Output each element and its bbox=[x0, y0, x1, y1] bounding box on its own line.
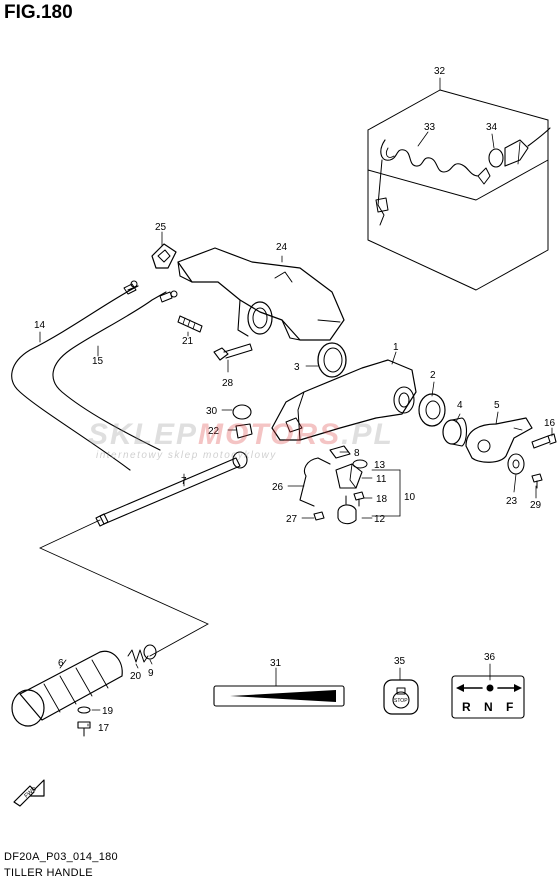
callout-11: 11 bbox=[376, 474, 387, 485]
callout-28: 28 bbox=[222, 378, 234, 389]
callout-24: 24 bbox=[276, 242, 288, 253]
washer-19 bbox=[77, 706, 91, 714]
spring-20 bbox=[127, 649, 149, 663]
ring-3 bbox=[317, 342, 347, 378]
stop-decal-text: STOP bbox=[394, 698, 408, 704]
callout-19: 19 bbox=[102, 706, 114, 717]
cap-9 bbox=[143, 644, 157, 660]
callout-21: 21 bbox=[182, 336, 194, 347]
bolt-16 bbox=[531, 433, 557, 449]
callout-22: 22 bbox=[208, 426, 220, 437]
shift-lever bbox=[465, 417, 533, 463]
callout-8: 8 bbox=[354, 448, 360, 459]
callout-7: 7 bbox=[181, 476, 187, 487]
knob-12 bbox=[337, 495, 357, 525]
washer-2 bbox=[418, 393, 446, 427]
callout-18: 18 bbox=[376, 494, 388, 505]
callout-26: 26 bbox=[272, 482, 284, 493]
screw-27 bbox=[313, 511, 325, 521]
callout-labels: 1 2 3 4 5 6 7 8 9 10 11 12 13 14 15 16 1… bbox=[34, 66, 556, 734]
throttle-grip bbox=[11, 650, 123, 727]
clip-22 bbox=[235, 423, 253, 439]
callout-3: 3 bbox=[294, 362, 300, 373]
shift-letter-n: N bbox=[484, 700, 493, 714]
washer-13 bbox=[352, 459, 368, 469]
callout-5: 5 bbox=[494, 400, 500, 411]
callout-36: 36 bbox=[484, 652, 496, 663]
callout-31: 31 bbox=[270, 658, 282, 669]
callout-14: 14 bbox=[34, 320, 46, 331]
leader-lines bbox=[39, 131, 553, 727]
callout-17: 17 bbox=[98, 723, 110, 734]
callout-23: 23 bbox=[506, 496, 518, 507]
grip-guide-lines bbox=[39, 519, 209, 657]
shift-letter-f: F bbox=[506, 700, 513, 714]
tiller-bracket bbox=[177, 247, 345, 341]
callout-12: 12 bbox=[374, 514, 386, 525]
tiller-arm bbox=[271, 359, 417, 441]
kit-32-box bbox=[367, 77, 549, 291]
figure-title: FIG.180 bbox=[4, 2, 73, 23]
callout-27: 27 bbox=[286, 514, 298, 525]
shift-letter-r: R bbox=[462, 700, 471, 714]
decal-36 bbox=[451, 675, 525, 719]
fwd-arrow-icon bbox=[13, 779, 45, 807]
callout-30: 30 bbox=[206, 406, 218, 417]
decal-31 bbox=[213, 685, 345, 707]
throttle-shaft bbox=[95, 451, 248, 527]
lanyard-coil bbox=[375, 139, 491, 226]
bolt-28 bbox=[213, 343, 253, 361]
screw-18 bbox=[353, 491, 365, 507]
callout-4: 4 bbox=[457, 400, 463, 411]
callout-34: 34 bbox=[486, 122, 498, 133]
decal-text: STOP R N F FWD bbox=[24, 698, 514, 800]
screw-29 bbox=[531, 473, 543, 489]
bush-4 bbox=[442, 417, 468, 447]
callout-13: 13 bbox=[374, 460, 386, 471]
washer-23 bbox=[507, 453, 525, 475]
callout-33: 33 bbox=[424, 122, 436, 133]
callout-25: 25 bbox=[155, 222, 167, 233]
friction-plate-8 bbox=[329, 445, 351, 459]
decal-35 bbox=[383, 679, 419, 715]
link-26 bbox=[299, 457, 331, 507]
callout-15: 15 bbox=[92, 356, 104, 367]
screw-17 bbox=[77, 721, 91, 737]
callout-20: 20 bbox=[130, 671, 142, 682]
throttle-cables bbox=[11, 280, 178, 471]
stop-switch bbox=[488, 127, 551, 168]
callout-10: 10 bbox=[404, 492, 416, 503]
callout-35: 35 bbox=[394, 656, 406, 667]
figure-name: TILLER HANDLE bbox=[4, 867, 93, 879]
block-11 bbox=[335, 463, 363, 489]
friction-knob bbox=[151, 243, 177, 269]
callout-6: 6 bbox=[58, 658, 64, 669]
callout-16: 16 bbox=[544, 418, 556, 429]
bush-30 bbox=[232, 404, 252, 420]
callout-1: 1 bbox=[393, 342, 399, 353]
callout-29: 29 bbox=[530, 500, 542, 511]
callout-2: 2 bbox=[430, 370, 436, 381]
figure-code: DF20A_P03_014_180 bbox=[4, 851, 118, 863]
callout-9: 9 bbox=[148, 668, 154, 679]
callout-32: 32 bbox=[434, 66, 446, 77]
pin-21 bbox=[177, 315, 203, 333]
